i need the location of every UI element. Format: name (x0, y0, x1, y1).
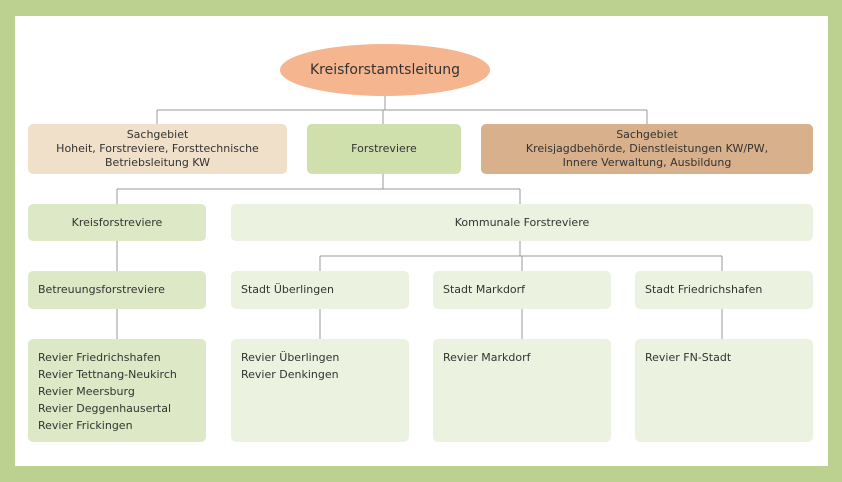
sachgebiet-right-line-2: Kreisjagdbehörde, Dienstleistungen KW/PW… (525, 142, 769, 155)
markdorf-reviere-list: Revier Markdorf (433, 339, 611, 442)
forstreviere-label: Forstreviere (351, 142, 417, 155)
kommunale-forstreviere-label: Kommunale Forstreviere (454, 215, 590, 229)
forstreviere-node: Forstreviere (307, 124, 461, 174)
sachgebiet-right-node: Sachgebiet Kreisjagdbehörde, Dienstleist… (481, 124, 813, 174)
list-item: Revier Tettnang-Neukirch (38, 368, 177, 381)
stadt-markdorf-label: Stadt Markdorf (443, 283, 526, 296)
stadt-ueberlingen-label: Stadt Überlingen (241, 283, 334, 296)
kreisforstreviere-node: Kreisforstreviere (28, 204, 206, 241)
list-item: Revier Friedrichshafen (38, 351, 161, 364)
ueberlingen-reviere-list: Revier Überlingen Revier Denkingen (231, 339, 409, 442)
list-item: Revier Markdorf (443, 351, 531, 364)
stadt-ueberlingen-node: Stadt Überlingen (231, 271, 409, 309)
list-item: Revier Meersburg (38, 385, 135, 398)
list-item: Revier Deggenhausertal (38, 402, 172, 415)
kreisforstreviere-label: Kreisforstreviere (71, 215, 163, 229)
sachgebiet-right-line-3: Innere Verwaltung, Ausbildung (562, 156, 732, 169)
stadt-friedrichshafen-node: Stadt Friedrichshafen (635, 271, 813, 309)
sachgebiet-left-node: Sachgebiet Hoheit, Forstreviere, Forstte… (28, 124, 287, 174)
stadt-friedrichshafen-label: Stadt Friedrichshafen (645, 283, 763, 296)
list-item: Revier Überlingen (241, 351, 340, 364)
root-label: Kreisforstamtsleitung (310, 62, 460, 78)
list-item: Revier FN-Stadt (645, 351, 732, 364)
kommunale-forstreviere-node: Kommunale Forstreviere (231, 204, 813, 241)
list-item: Revier Denkingen (241, 368, 339, 381)
root-node: Kreisforstamtsleitung (280, 44, 490, 96)
stadt-markdorf-node: Stadt Markdorf (433, 271, 611, 309)
sachgebiet-right-line-1: Sachgebiet (616, 128, 678, 141)
list-item: Revier Frickingen (38, 419, 133, 432)
sachgebiet-left-line-3: Betriebsleitung KW (105, 156, 210, 169)
betreuungsforstreviere-label: Betreuungsforstreviere (38, 283, 165, 296)
sachgebiet-left-line-1: Sachgebiet (126, 128, 189, 141)
betreuungsforstreviere-node: Betreuungsforstreviere (28, 271, 206, 309)
sachgebiet-left-line-2: Hoheit, Forstreviere, Forsttechnische (56, 142, 259, 155)
betreuung-reviere-list: Revier Friedrichshafen Revier Tettnang-N… (28, 339, 206, 442)
friedrichshafen-reviere-list: Revier FN-Stadt (635, 339, 813, 442)
